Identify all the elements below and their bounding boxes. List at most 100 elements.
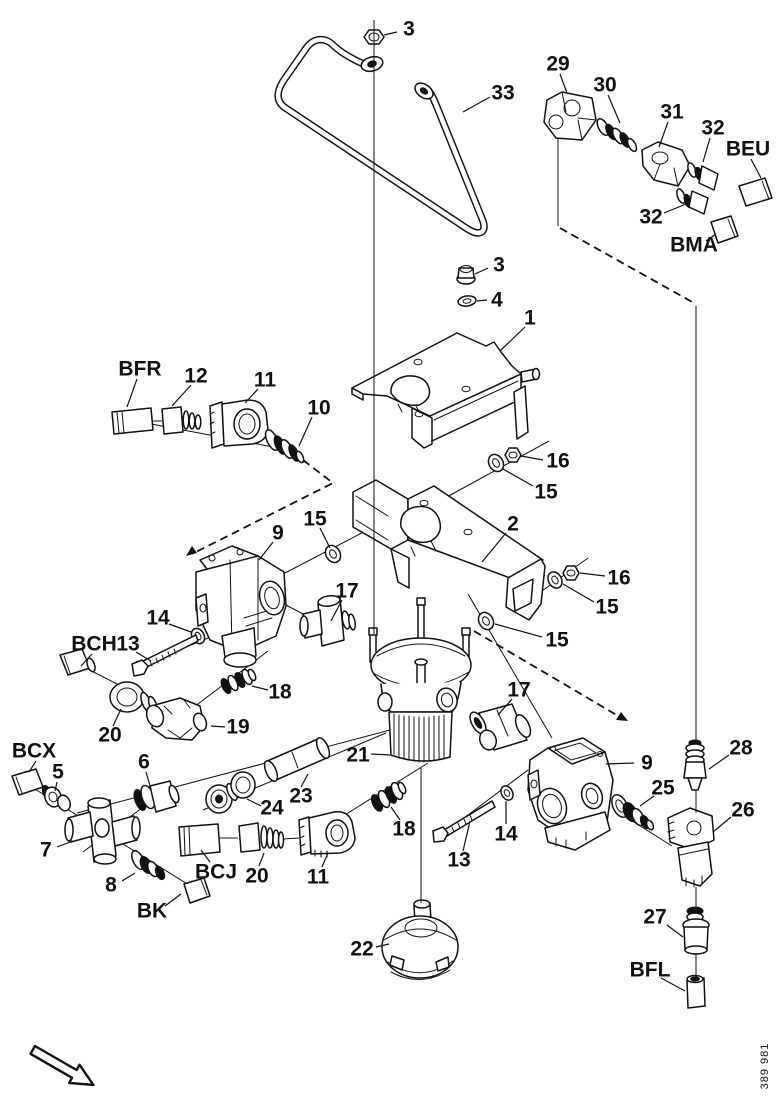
callout-19-29: 19	[226, 716, 249, 739]
leader-17-31	[497, 698, 513, 716]
callout-7-42: 7	[40, 839, 52, 862]
hose-stub-bfr	[111, 407, 154, 435]
callout-24-41: 24	[260, 797, 284, 820]
fitting-30	[596, 118, 638, 153]
callout-16-16: 16	[546, 450, 569, 473]
leader-33-1	[462, 96, 491, 113]
callout-23-40: 23	[289, 785, 312, 808]
leader-24-41	[246, 798, 262, 807]
fitting-23	[263, 736, 331, 783]
air-dryer-21	[368, 597, 472, 763]
washer-15-left	[324, 544, 342, 564]
fitting-25	[611, 793, 655, 831]
leader-bch-25	[80, 653, 93, 667]
leader-5-38	[54, 781, 58, 792]
callout-29-2: 29	[546, 53, 569, 76]
leader-27-52	[666, 924, 684, 938]
washer-15-upper	[487, 453, 505, 473]
fitting-8	[131, 849, 166, 881]
callout-2-20: 2	[507, 513, 519, 536]
valve-block-29	[543, 91, 597, 141]
tube-end-eyelet	[360, 55, 384, 73]
fitting-19	[145, 697, 208, 741]
leader-21-32	[370, 753, 391, 756]
callout-32-5: 32	[701, 117, 724, 140]
callout-bfr-12: BFR	[118, 358, 161, 381]
callout-22-51: 22	[350, 938, 373, 961]
callout-26-36: 26	[731, 799, 754, 822]
leader-9-33	[605, 762, 635, 765]
bracket-1	[351, 332, 541, 449]
leader-2-20	[481, 532, 507, 563]
callout-9-19: 9	[272, 522, 284, 545]
leader-15-22	[562, 583, 595, 603]
figure-number: 389 981	[759, 1043, 771, 1090]
callout-28-34: 28	[729, 737, 753, 760]
callout-21-32: 21	[346, 744, 370, 767]
leader-8-43	[121, 872, 136, 882]
callout-4-10: 4	[491, 289, 503, 312]
fitting-32-upper	[687, 162, 719, 191]
leader-19-29	[210, 725, 226, 728]
fitting-24	[205, 771, 256, 814]
leader-20-46	[258, 852, 265, 867]
leader-3-9	[474, 267, 489, 275]
cross-fitting-7	[64, 797, 141, 865]
leader-10-15	[298, 416, 313, 447]
valve-9-left	[195, 545, 287, 668]
leader-16-16	[520, 455, 544, 461]
bolt-13-right	[432, 800, 496, 843]
leader-22-51	[375, 943, 390, 948]
fitting-5	[41, 784, 72, 812]
leader-16-21	[579, 572, 606, 577]
callout-bk-44: BK	[137, 900, 167, 923]
hose-bcj	[178, 823, 221, 857]
leader-17-23	[330, 599, 343, 622]
callout-3-0: 3	[403, 18, 415, 41]
assembly-dashed-lines	[186, 227, 695, 721]
callout-17-23: 17	[335, 580, 358, 603]
nut-16-upper	[504, 447, 522, 463]
callout-18-28: 18	[268, 681, 292, 704]
fitting-17-left	[299, 595, 357, 647]
callout-13-26: 13	[116, 633, 139, 656]
leader-28-34	[708, 754, 730, 770]
fitting-17-right	[469, 703, 532, 751]
fitting-11-upper	[209, 399, 269, 449]
leader-bk-44	[164, 893, 182, 907]
fitting-20-right	[238, 822, 285, 853]
callout-bcx-37: BCX	[12, 740, 56, 763]
leader-15-18	[319, 527, 331, 549]
callout-9-33: 9	[641, 752, 653, 775]
fitting-26	[667, 807, 715, 888]
callout-31-4: 31	[660, 101, 684, 124]
leader-32-5	[702, 137, 711, 163]
leader-25-35	[639, 795, 655, 807]
callout-20-46: 20	[245, 865, 268, 888]
leader-bcx-37	[28, 760, 37, 773]
fitting-18-right	[370, 781, 407, 812]
fitting-18-left	[220, 668, 257, 694]
leader-18-28	[251, 685, 269, 691]
callout-14-49: 14	[494, 823, 518, 846]
callout-5-38: 5	[52, 761, 64, 784]
leader-9-19	[258, 541, 274, 561]
hose-stub-bma	[710, 215, 739, 244]
callout-11-14: 11	[254, 369, 277, 392]
leader-23-40	[300, 773, 309, 788]
valve-9-right	[527, 737, 614, 851]
bracket-2	[352, 479, 546, 621]
callout-bma-8: BMA	[670, 234, 718, 257]
leader-32-7	[663, 203, 687, 214]
cap-22	[381, 899, 459, 981]
callout-27-52: 27	[643, 906, 666, 929]
nut-3-lower	[456, 265, 476, 285]
leader-bcj-45	[200, 849, 211, 863]
leader-bfl-53	[660, 977, 686, 992]
callout-16-21: 16	[607, 567, 630, 590]
callout-6-39: 6	[138, 751, 150, 774]
leader-11-14	[244, 388, 259, 404]
callout-beu-6: BEU	[726, 138, 770, 161]
callout-10-15: 10	[307, 397, 330, 420]
